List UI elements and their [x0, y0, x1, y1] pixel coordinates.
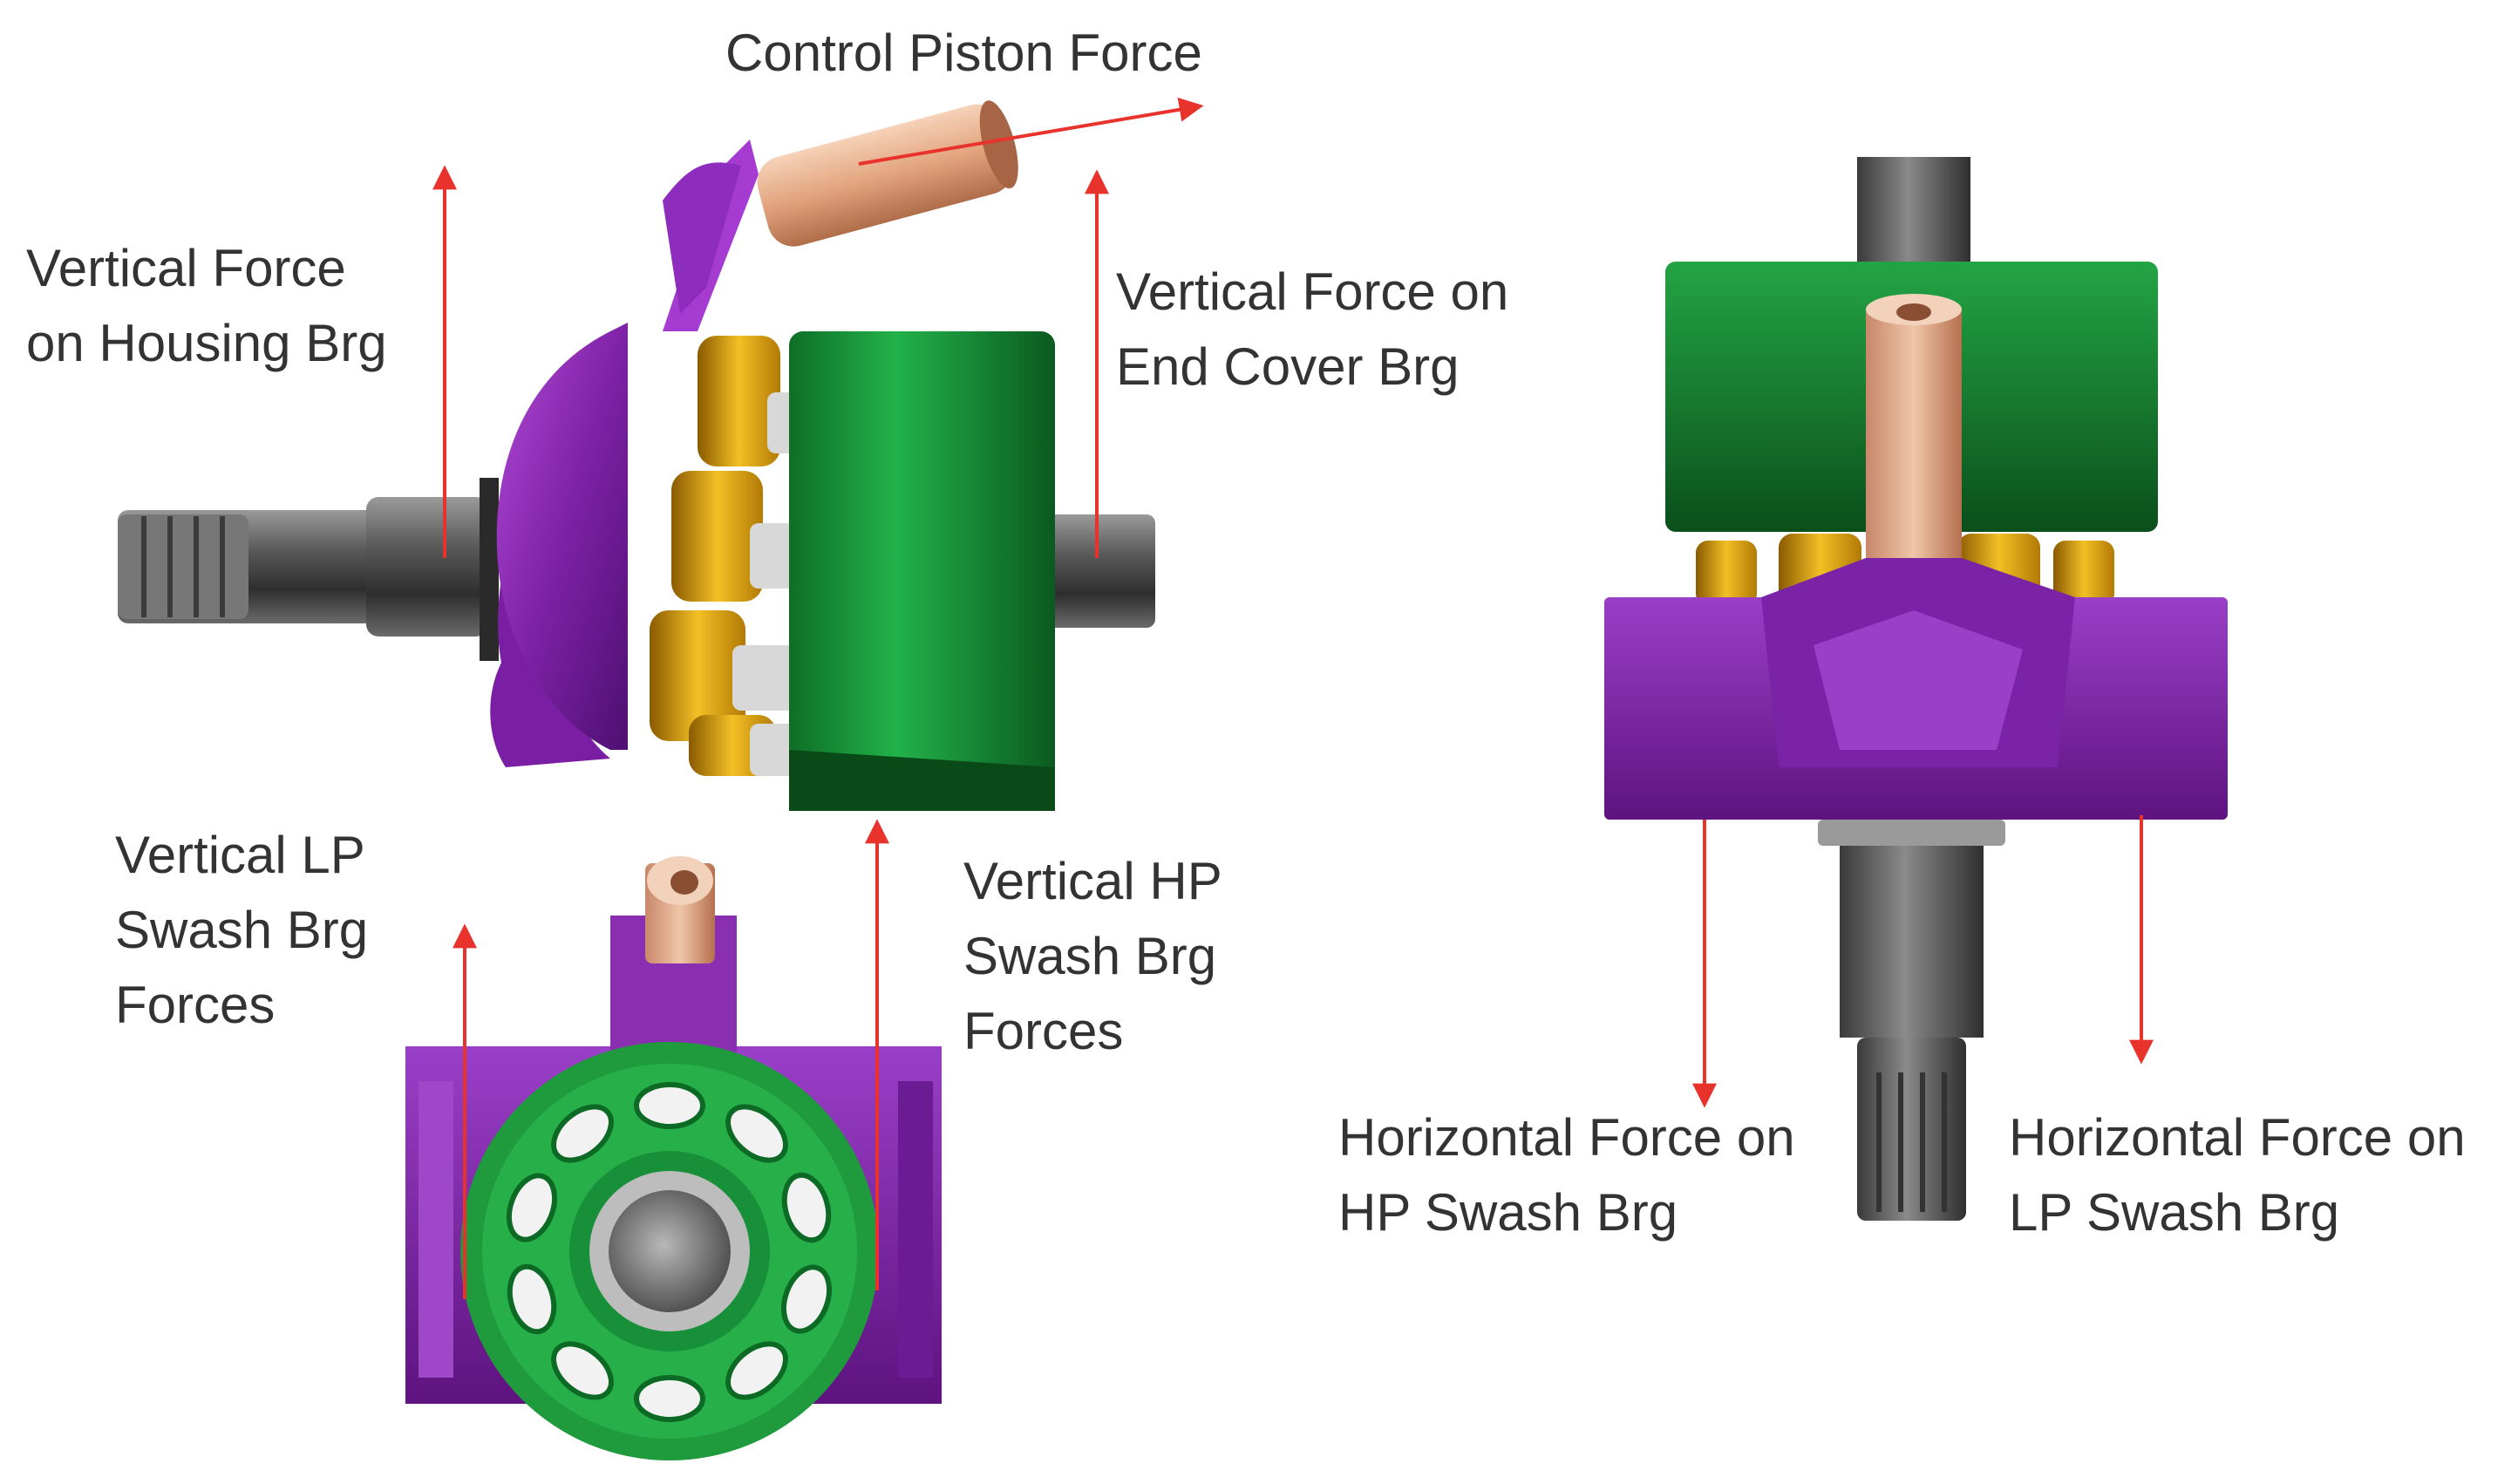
top-view-assembly — [1604, 157, 2228, 1221]
label-line: Swash Brg — [963, 927, 1217, 985]
control-piston-force-label: Control Piston Force — [725, 16, 1202, 91]
label-line: Swash Brg — [115, 901, 369, 959]
force-arrow-icon — [858, 97, 1204, 166]
front-view-assembly — [405, 856, 942, 1460]
rear-shaft — [1046, 514, 1155, 628]
control-piston-icon — [757, 100, 1018, 247]
top-shaft-lower — [1818, 820, 2005, 1221]
label-line: Forces — [115, 976, 276, 1034]
label-line: Horizontal Force on — [2009, 1108, 2466, 1167]
hp-swash-horizontal-force-label: Horizontal Force on HP Swash Brg — [1338, 1100, 1795, 1250]
end-cover-brg-force-label: Vertical Force on End Cover Brg — [1116, 255, 1508, 405]
top-swash-housing — [1604, 558, 2228, 820]
label-line: Vertical HP — [963, 852, 1222, 910]
hp-swash-vertical-force-label: Vertical HP Swash Brg Forces — [963, 844, 1222, 1069]
label-line: on Housing Brg — [26, 314, 387, 372]
label-line: Horizontal Force on — [1338, 1108, 1795, 1167]
lp-swash-horizontal-force-label: Horizontal Force on LP Swash Brg — [2009, 1100, 2466, 1250]
label-line: LP Swash Brg — [2009, 1183, 2340, 1242]
control-piston-end — [645, 856, 715, 963]
lp-swash-vertical-force-label: Vertical LP Swash Brg Forces — [115, 818, 368, 1043]
label-line: Forces — [963, 1002, 1124, 1060]
housing-brg-force-label: Vertical Force on Housing Brg — [26, 231, 387, 381]
label-line: Vertical Force on — [1116, 262, 1509, 321]
label-line: Vertical Force — [26, 239, 346, 297]
cylinder-face-icon — [460, 1042, 879, 1460]
label-line: HP Swash Brg — [1338, 1183, 1678, 1242]
label-line: End Cover Brg — [1116, 337, 1460, 396]
label-line: Vertical LP — [115, 826, 365, 884]
cylinder-block-icon — [789, 331, 1055, 811]
swash-plate-icon — [490, 140, 759, 767]
shaft-icon — [118, 478, 499, 661]
side-view-assembly — [118, 100, 1155, 811]
top-control-piston — [1866, 294, 1962, 584]
label-line: Control Piston Force — [725, 24, 1202, 82]
